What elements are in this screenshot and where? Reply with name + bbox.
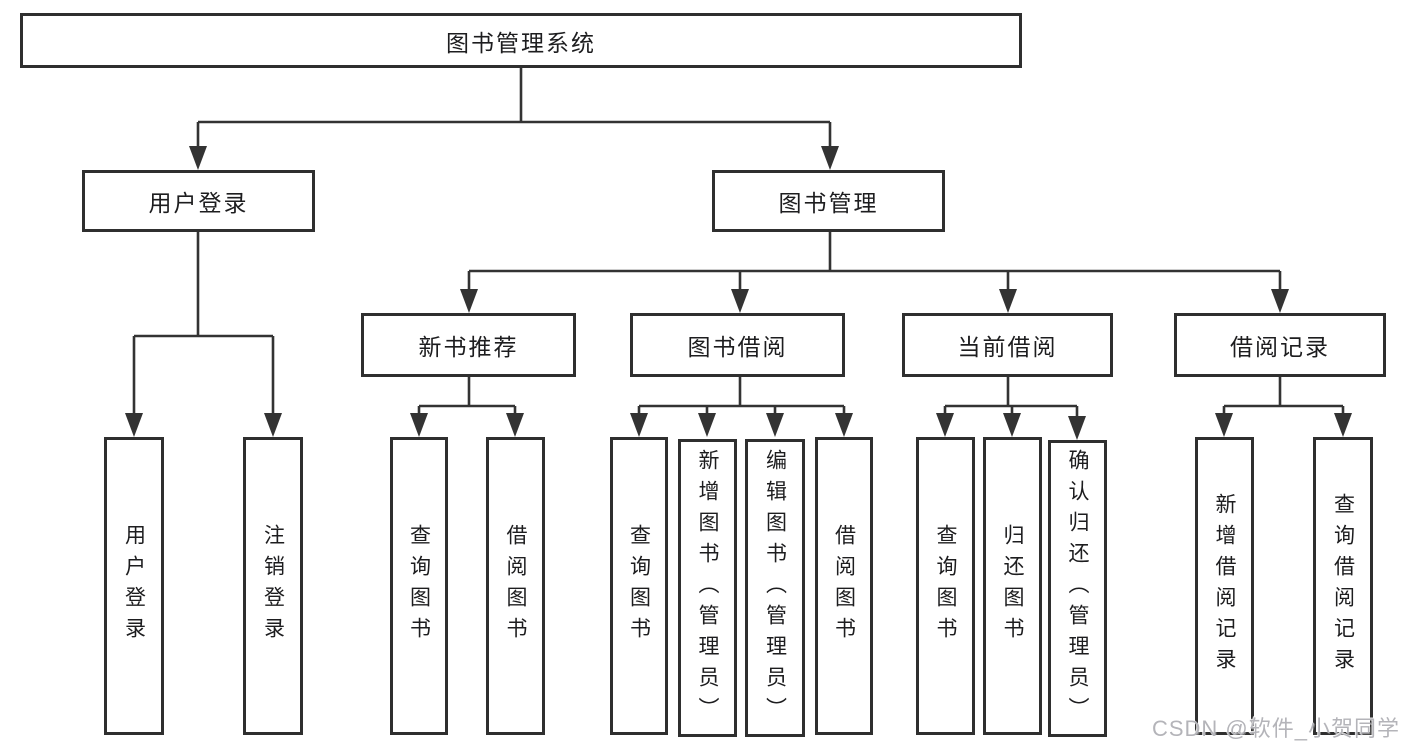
node-library-system: 图书管理系统 (20, 13, 1022, 68)
node-return-books: 归还图书 (983, 437, 1042, 735)
node-edit-books-admin: 编辑图书（管理员） (745, 439, 805, 737)
node-add-borrow-record: 新增借阅记录 (1195, 437, 1254, 735)
node-borrow-books-recommend: 借阅图书 (486, 437, 545, 735)
node-book-management: 图书管理 (712, 170, 945, 232)
csdn-watermark: CSDN @软件_小贺同学 (1151, 716, 1400, 741)
node-query-borrow-record: 查询借阅记录 (1313, 437, 1373, 735)
node-query-books-current: 查询图书 (916, 437, 975, 735)
node-confirm-return-admin: 确认归还（管理员） (1048, 440, 1107, 737)
node-query-books-recommend: 查询图书 (390, 437, 448, 735)
node-current-borrowing: 当前借阅 (902, 313, 1113, 377)
node-user-login-leaf: 用户登录 (104, 437, 164, 735)
node-logout: 注销登录 (243, 437, 303, 735)
node-add-books-admin: 新增图书（管理员） (678, 439, 737, 737)
node-borrowing-records: 借阅记录 (1174, 313, 1386, 377)
node-user-login: 用户登录 (82, 170, 315, 232)
node-book-borrowing: 图书借阅 (630, 313, 845, 377)
node-borrow-books: 借阅图书 (815, 437, 873, 735)
node-query-books-borrow: 查询图书 (610, 437, 668, 735)
node-new-book-recommend: 新书推荐 (361, 313, 576, 377)
arrowhead-icons (125, 146, 1352, 440)
